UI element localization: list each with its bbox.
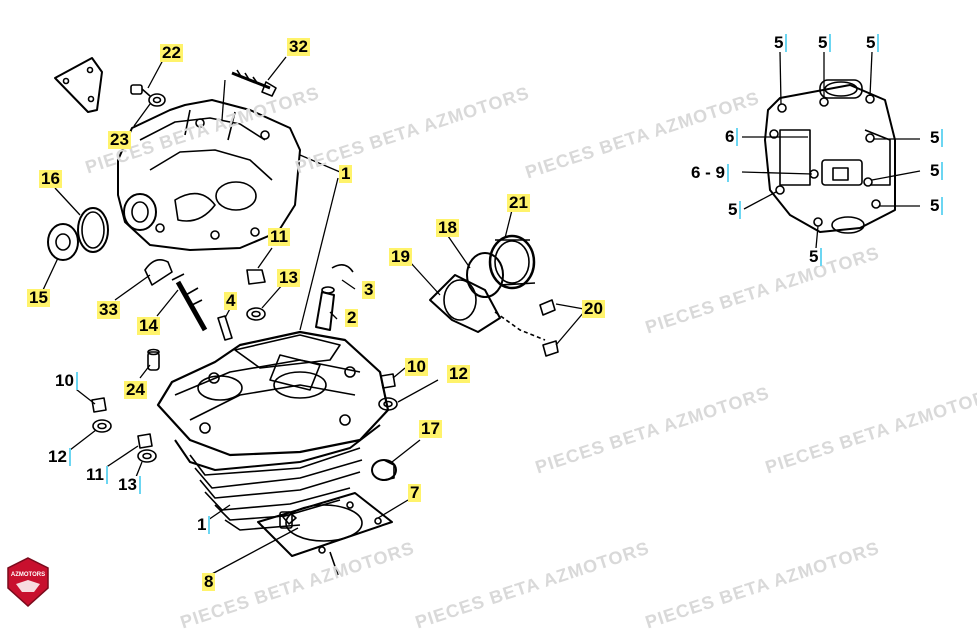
callout-21: 21 <box>507 193 530 212</box>
spark-plug <box>144 259 233 341</box>
callout-1-bottom: 1 <box>195 516 211 534</box>
callout-20: 20 <box>582 299 605 318</box>
callout-19: 19 <box>389 247 412 266</box>
screws <box>539 299 559 357</box>
callout-18: 18 <box>436 218 459 237</box>
callout-22: 22 <box>160 43 183 62</box>
callout-7: 7 <box>408 483 422 502</box>
base-gasket <box>257 492 393 557</box>
nut-washer-left <box>91 397 157 463</box>
pin-clip <box>315 264 354 331</box>
callout-5-g: 5 <box>928 197 944 215</box>
nut-washer-upper <box>246 269 266 321</box>
bolt <box>231 69 277 97</box>
callout-8: 8 <box>202 572 216 591</box>
callout-5-b: 5 <box>816 34 832 52</box>
callout-5-f: 5 <box>726 201 742 219</box>
callout-4: 4 <box>224 291 238 310</box>
side-cover <box>764 79 896 234</box>
callout-12-right: 12 <box>447 364 470 383</box>
callout-17: 17 <box>419 419 442 438</box>
callout-32: 32 <box>287 37 310 56</box>
callout-24: 24 <box>124 380 147 399</box>
rocker-cover <box>117 99 301 251</box>
callout-13-upper: 13 <box>277 268 300 287</box>
callout-6: 6 <box>723 128 739 146</box>
nut-washer-right <box>378 373 398 411</box>
callout-13-lower: 13 <box>116 476 141 494</box>
callout-5-e: 5 <box>928 162 944 180</box>
cylinder-head <box>156 330 390 457</box>
cover-plate <box>54 57 103 113</box>
azmotors-logo: AZMOTORS <box>7 557 49 608</box>
svg-text:AZMOTORS: AZMOTORS <box>11 572 45 578</box>
callout-5-d: 5 <box>928 129 944 147</box>
callout-3: 3 <box>362 280 376 299</box>
callout-14: 14 <box>137 316 160 335</box>
cap-plug <box>371 459 397 481</box>
small-screw <box>130 84 166 107</box>
exploded-parts-diagram <box>42 51 921 576</box>
dowel-pin <box>147 348 160 371</box>
callout-5-h: 5 <box>807 248 823 266</box>
callout-5-c: 5 <box>864 34 880 52</box>
callout-33: 33 <box>97 300 120 319</box>
intake-manifold <box>429 234 536 333</box>
callout-2: 2 <box>345 308 359 327</box>
cylinder-barrel <box>174 424 381 531</box>
callout-23: 23 <box>108 130 131 149</box>
callout-16: 16 <box>39 169 62 188</box>
callout-15: 15 <box>27 288 50 307</box>
callout-10-right: 10 <box>405 357 428 376</box>
leader-lines <box>42 51 921 576</box>
callout-11-upper: 11 <box>268 227 290 246</box>
callout-11-lower: 11 <box>84 466 108 484</box>
plug-cap <box>47 207 109 261</box>
callout-12-left: 12 <box>46 448 71 466</box>
callout-1-top: 1 <box>339 164 353 183</box>
callout-6-9: 6 - 9 <box>689 164 730 182</box>
callout-10-left: 10 <box>53 372 78 390</box>
callout-5-a: 5 <box>772 34 788 52</box>
